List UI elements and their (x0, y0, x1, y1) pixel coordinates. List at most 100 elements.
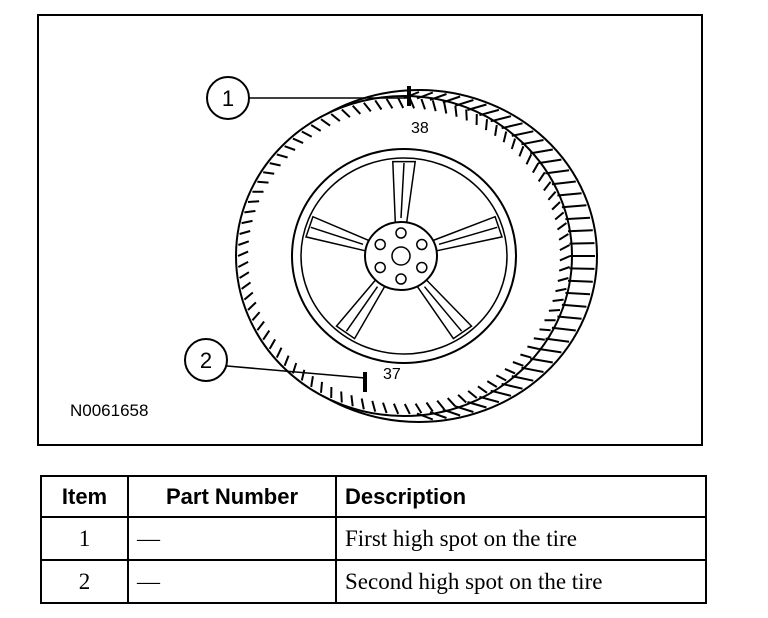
tread-block (262, 330, 271, 341)
tread-block (538, 347, 562, 354)
table-row: 2 — Second high spot on the tire (40, 559, 707, 604)
spoke-split (345, 286, 379, 332)
tread-block (548, 309, 561, 312)
high-spot-mark-2 (363, 372, 367, 392)
tread-block (436, 399, 445, 410)
header-description: Description (335, 475, 707, 518)
tread-block (521, 139, 544, 146)
tread-block (385, 98, 394, 109)
tread-block (525, 153, 533, 165)
tread-block (518, 145, 525, 157)
tread-block (533, 337, 545, 341)
tread-block (374, 99, 383, 111)
tread-block (443, 102, 448, 114)
tread-block (350, 395, 354, 407)
tread-block (543, 181, 552, 192)
tread-block (341, 108, 351, 118)
tread-block (454, 405, 474, 413)
tread-block (416, 91, 434, 100)
lug-nut (416, 261, 428, 274)
cell-part-number: — (127, 516, 337, 561)
spoke-split (400, 162, 405, 219)
callout-label-1: 1 (222, 86, 234, 111)
lug-nut (374, 261, 386, 274)
tread-block (284, 145, 296, 151)
figure-panel: 38 37 1 2 N0061658 (37, 14, 703, 446)
tread-block (340, 391, 343, 403)
tread-block (552, 298, 564, 302)
tread-block (532, 162, 540, 174)
tread-block (494, 124, 498, 136)
high-spot-number-1: 38 (411, 120, 429, 137)
spoke-split (423, 286, 463, 332)
tread-block (490, 389, 512, 397)
cell-description: First high spot on the tire (335, 516, 707, 561)
tread-block (457, 394, 467, 404)
tread-block (382, 402, 388, 414)
high-spot-number-2: 37 (383, 366, 401, 383)
spoke-split (438, 226, 498, 246)
tread-block (561, 303, 587, 308)
tread-block (555, 287, 567, 293)
tread-block (241, 219, 253, 225)
tread-block (551, 201, 561, 211)
tread-block (351, 105, 362, 115)
tread-block (502, 131, 508, 143)
tread-block (300, 369, 306, 381)
tread-block (559, 244, 571, 251)
figure-id: N0061658 (70, 401, 149, 420)
tread-block (501, 122, 523, 130)
tread-block (442, 408, 461, 417)
tread-block (371, 400, 377, 412)
tread-block (479, 395, 500, 404)
tread-block (520, 353, 532, 359)
tread-block (556, 222, 567, 231)
high-spot-mark-1 (407, 86, 411, 106)
tread-block (479, 108, 500, 117)
tread-block (565, 216, 591, 221)
tread-block (557, 192, 582, 197)
tread-block (292, 137, 304, 145)
callout-circle-2 (184, 338, 228, 382)
tread-block (269, 162, 281, 167)
tread-block (454, 105, 458, 117)
tread-block (241, 281, 252, 290)
tread-block (237, 250, 249, 257)
header-part-number: Part Number (127, 475, 337, 518)
tread-block (425, 401, 434, 413)
tread-block (239, 271, 250, 279)
tread-block (403, 91, 420, 99)
tread-block (501, 382, 523, 390)
tread-block (511, 130, 534, 137)
tread-block (504, 367, 516, 375)
callout-circle-1 (206, 76, 250, 120)
tread-block (537, 171, 546, 182)
lug-nut (395, 227, 407, 239)
tread-block (559, 255, 571, 262)
tread-block (465, 109, 468, 121)
tread-block (320, 118, 331, 127)
lug-nut (416, 238, 428, 251)
tread-block (416, 412, 434, 421)
spoke-split (310, 226, 364, 246)
tread-block (521, 366, 544, 373)
tread-block (569, 242, 595, 245)
tread-block (263, 171, 275, 175)
tread-block (485, 119, 488, 131)
tread-block (420, 98, 426, 110)
tread-block (276, 153, 288, 159)
tread-block (268, 338, 276, 350)
cell-description: Second high spot on the tire (335, 559, 707, 604)
tread-block (565, 291, 591, 296)
tread-block (429, 411, 447, 419)
tread-block (511, 375, 534, 382)
lug-nut (395, 273, 407, 285)
tread-block (238, 240, 250, 246)
cell-item: 1 (40, 516, 129, 561)
tread-block (257, 180, 269, 184)
tread-block (392, 403, 400, 415)
tread-block (558, 266, 570, 272)
tread-block (467, 390, 478, 399)
tread-block (239, 230, 251, 235)
tread-block (403, 403, 411, 415)
